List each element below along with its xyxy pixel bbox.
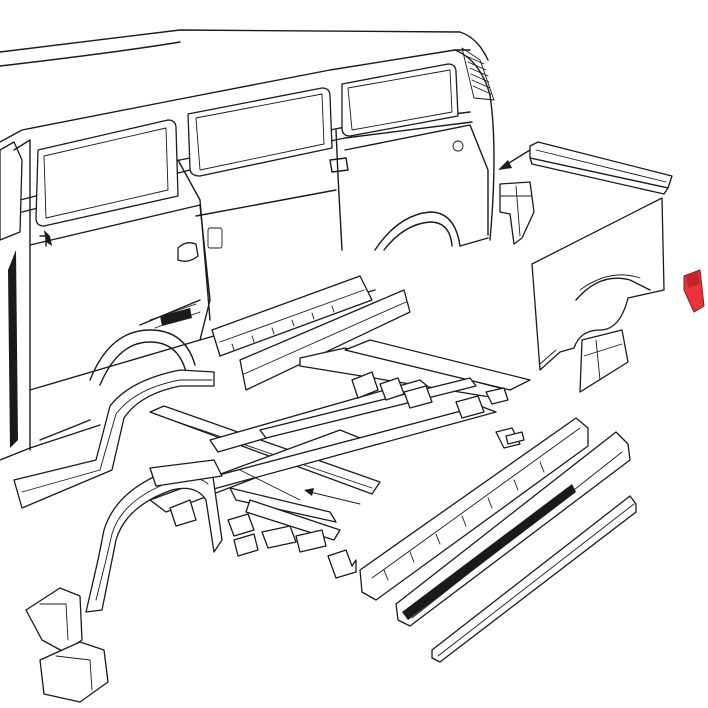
rear-quarter-panel [531, 197, 665, 371]
lower-rocker-strip [431, 495, 637, 663]
direction-arrow [498, 149, 531, 170]
left-wheelhouse-panel [85, 459, 223, 613]
lower-corner-pieces [25, 587, 109, 703]
rear-corner-piece [499, 181, 535, 245]
inner-sill-panel [359, 417, 589, 601]
engine-vent-grille [461, 47, 495, 101]
highlighted-part [683, 269, 705, 313]
sliding-door [139, 129, 349, 329]
rear-upper-rail [529, 141, 673, 195]
left-sill-with-arch [13, 369, 215, 509]
outer-rocker-panel [395, 431, 631, 627]
rear-lower-patch [579, 329, 629, 393]
floor-arrow [304, 488, 361, 505]
upper-sill-panel [211, 275, 411, 391]
floor-brackets [169, 371, 525, 579]
side-windows [0, 63, 459, 241]
van-body [0, 29, 495, 461]
cab-door [8, 139, 223, 451]
